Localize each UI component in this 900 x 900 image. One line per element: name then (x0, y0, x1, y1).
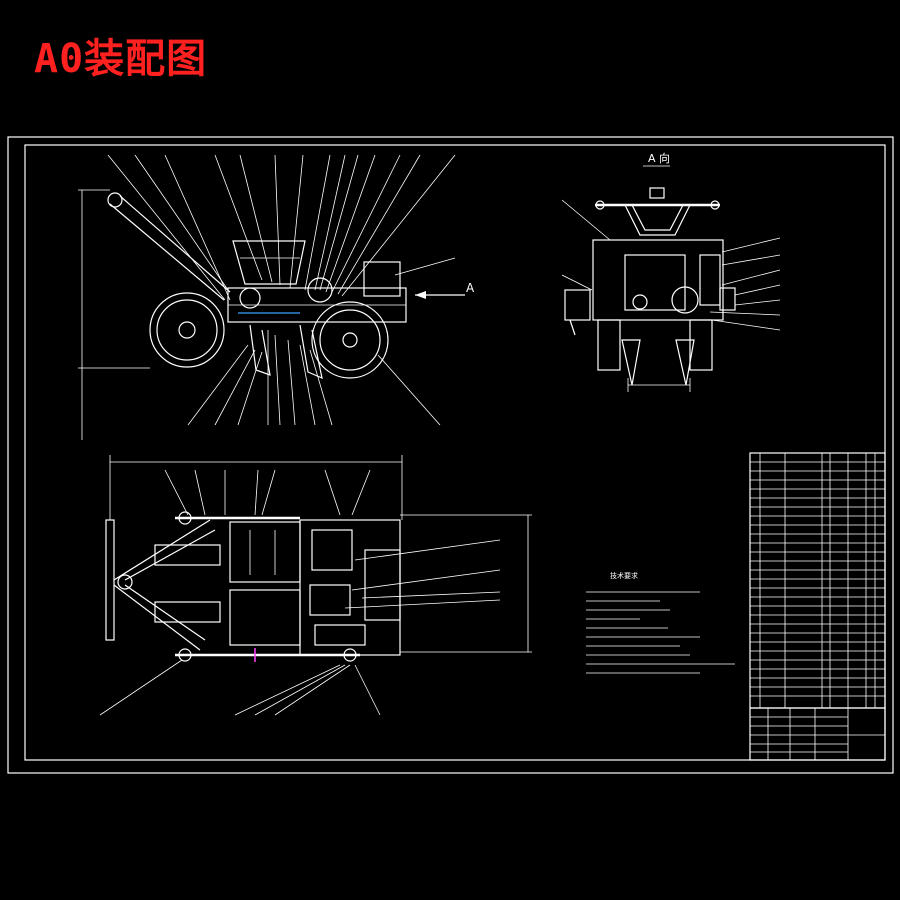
tech-requirements: 技术要求 (586, 571, 735, 674)
outer-frame (7, 136, 894, 774)
page-title: A0装配图 (34, 36, 208, 82)
tech-req-title: 技术要求 (610, 571, 638, 580)
view-a-label: A 向 (648, 151, 670, 165)
side-view: A (78, 154, 475, 440)
top-view (99, 455, 532, 716)
view-a: A 向 (561, 151, 781, 392)
parts-list (749, 452, 886, 761)
arrow-a-label: A (466, 281, 475, 295)
